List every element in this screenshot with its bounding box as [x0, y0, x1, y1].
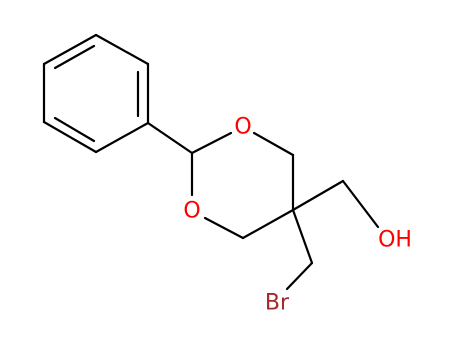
benzene-bond-2 [42, 120, 98, 154]
ch2-br-bond [285, 261, 314, 291]
oxygen-atom-label-lower: O [183, 199, 200, 224]
phenyl-acetal-bond [146, 121, 194, 155]
ring-bond-o1-c6 [252, 131, 295, 157]
ring-bond-c2-o1 [190, 131, 233, 155]
benzene-ring [42, 33, 150, 154]
c5-ch2br-bond [291, 208, 314, 265]
benzene-bond-4 [42, 33, 98, 66]
benzene-bond-1 [94, 121, 150, 154]
bromine-atom-label: Br [265, 291, 290, 316]
ring-bond-c5-c4 [241, 208, 295, 240]
hydroxyl-group-label: OH [378, 228, 412, 253]
benzene-double-bond-1 [53, 116, 96, 143]
ch2-oh-bond [341, 179, 380, 229]
c5-ch2oh-bond [291, 179, 345, 212]
benzene-double-bond-2 [53, 44, 96, 70]
dioxane-ring [190, 131, 295, 240]
oxygen-atom-label-upper: O [234, 115, 251, 140]
benzene-bond-5 [94, 33, 150, 66]
ring-bond-c4-o3 [203, 216, 245, 240]
